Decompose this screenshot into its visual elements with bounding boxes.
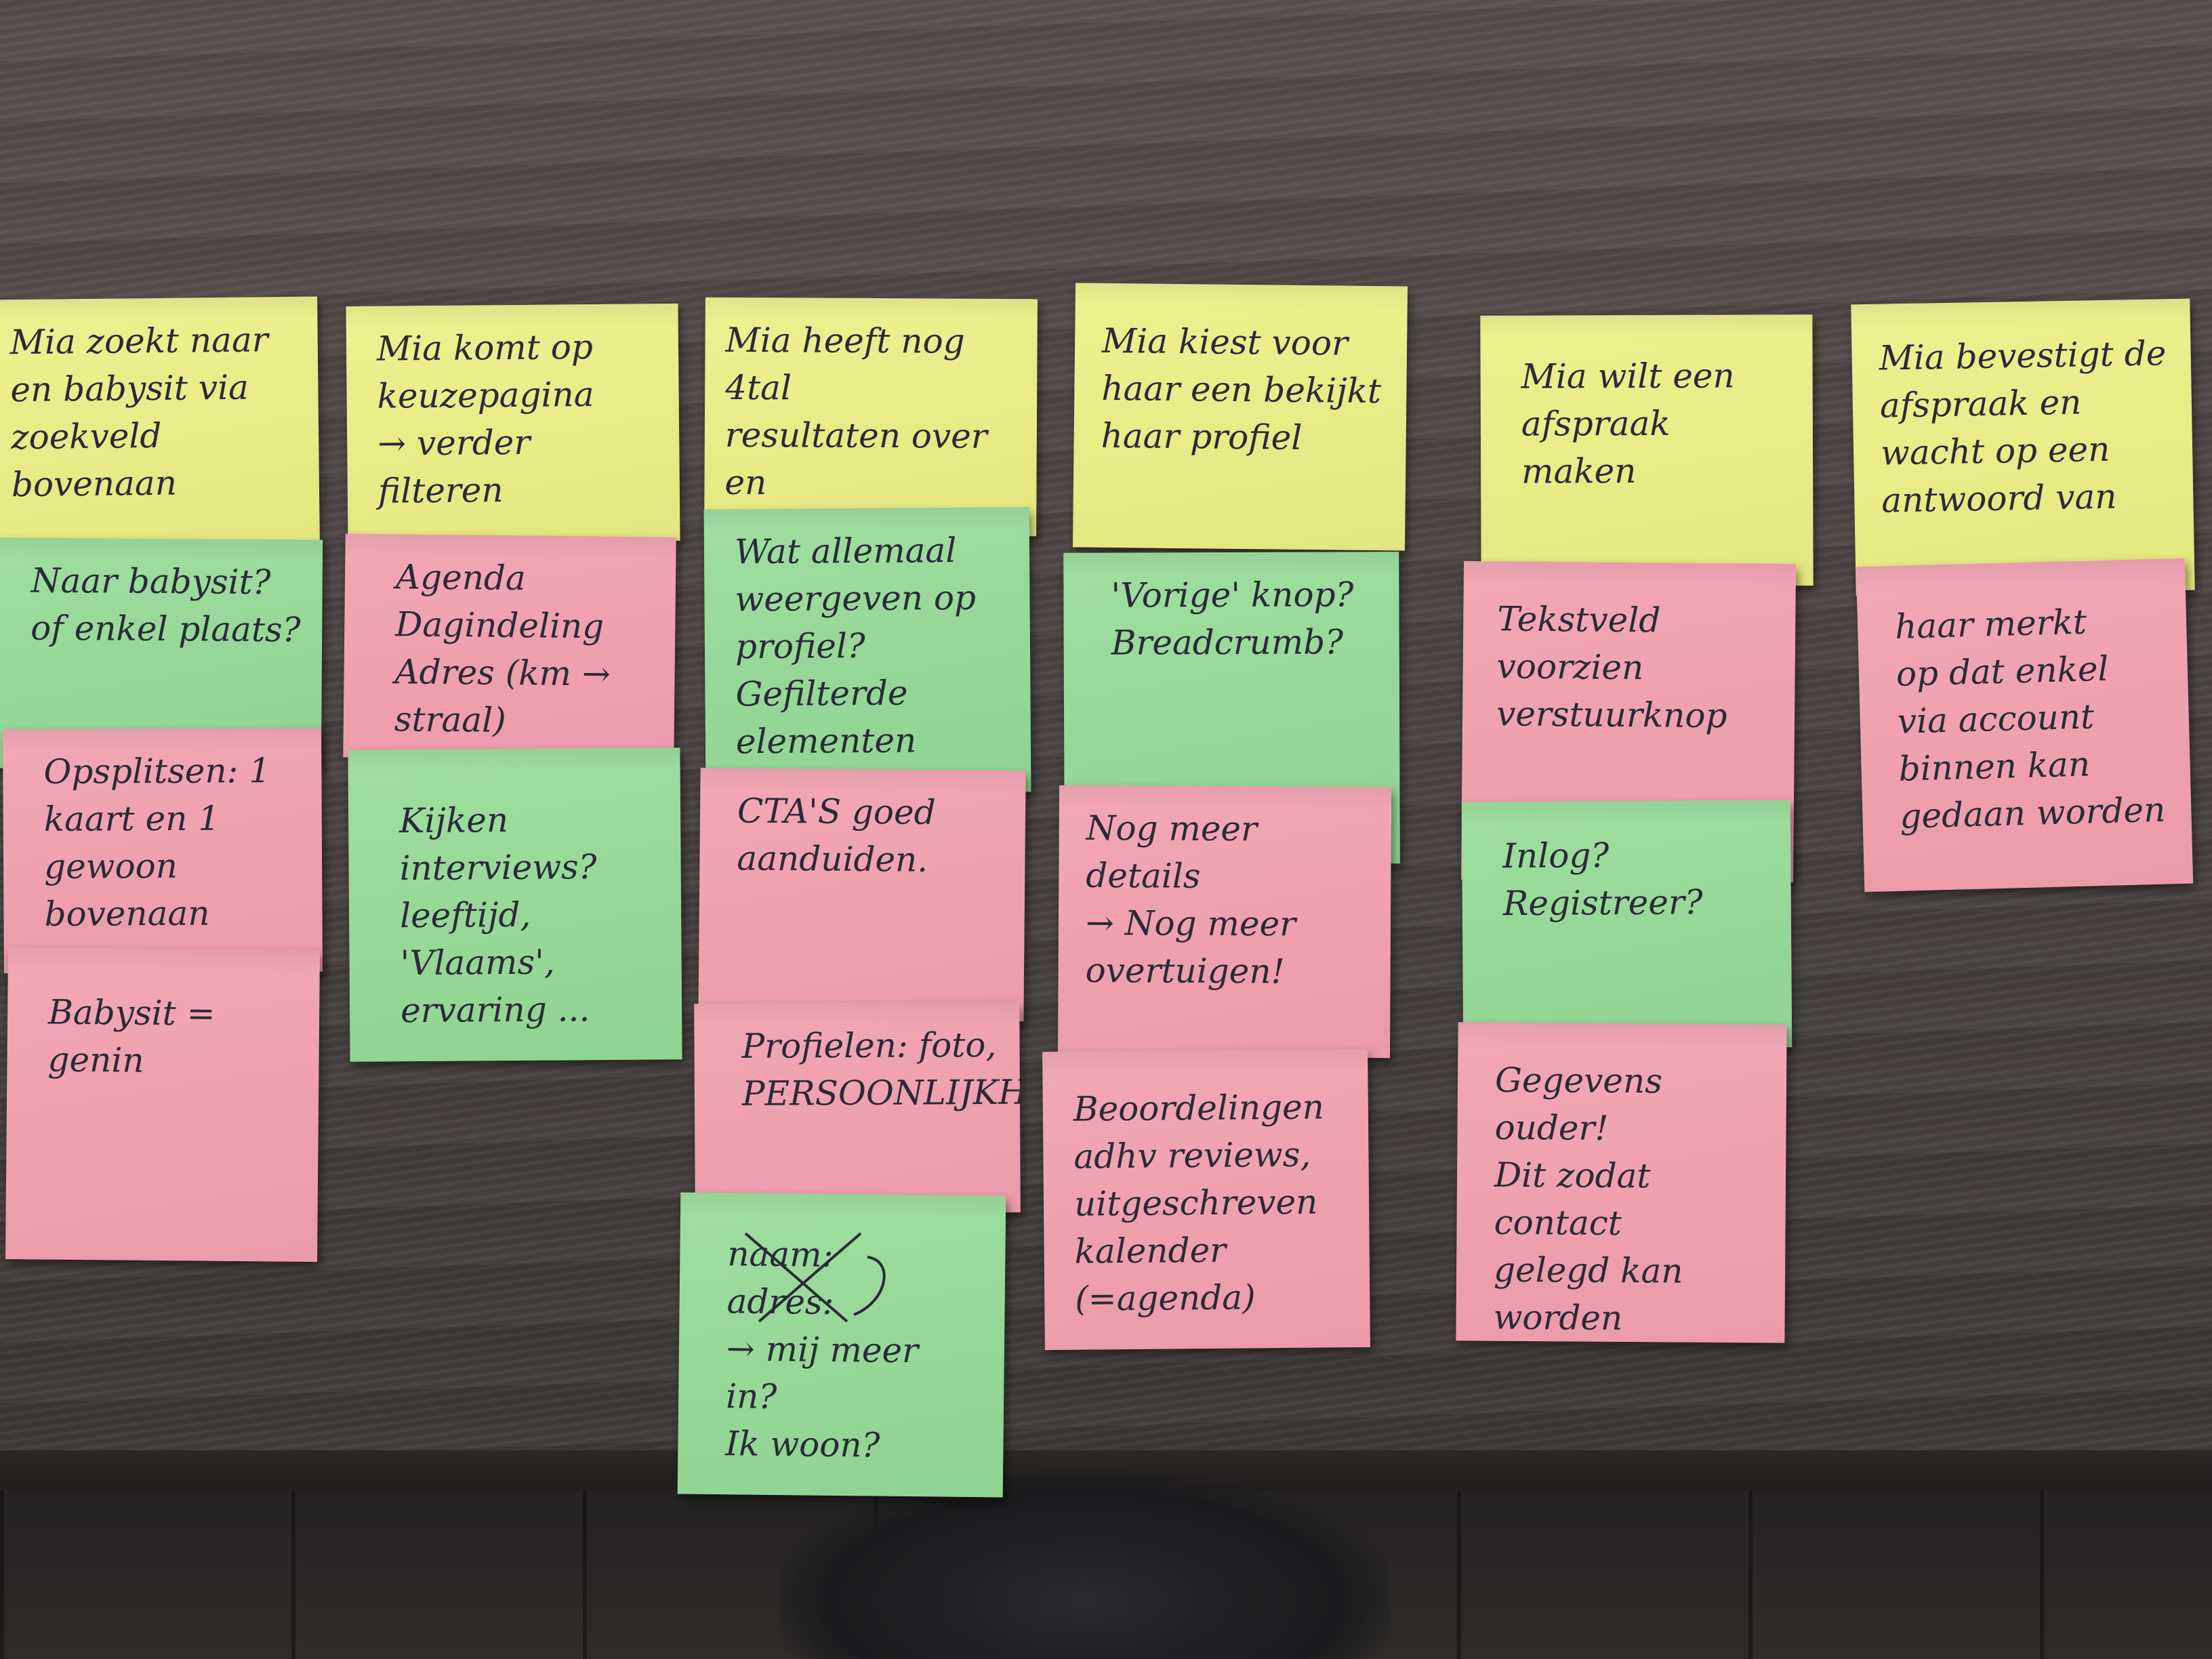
sticky-note: Babysit = genin	[5, 947, 320, 1262]
sticky-note: Beoordelingen adhv reviews, uitgeschreve…	[1042, 1048, 1370, 1351]
feet-in-socks	[779, 1471, 1389, 1659]
sticky-note: Mia bevestigt de afspraak en wacht op ee…	[1851, 298, 2195, 596]
sticky-note: Kijken interviews? leeftijd, 'Vlaams', e…	[348, 747, 682, 1062]
sticky-note: Mia wilt een afspraak maken	[1480, 314, 1814, 587]
sticky-note: Mia komt op keuzepagina → verder filtere…	[346, 303, 680, 544]
sticky-note: Inlog? Registreer?	[1461, 800, 1793, 1050]
sticky-note: Nog meer details → Nog meer overtuigen!	[1057, 785, 1392, 1059]
sticky-note: Opsplitsen: 1 kaart en 1 gewoon bovenaan	[3, 727, 323, 974]
sticky-note: Wat allemaal weergeven op profiel? Gefil…	[703, 507, 1031, 794]
sticky-note: haar merkt op dat enkel via account binn…	[1856, 558, 2194, 893]
sticky-note: Profielen: foto, PERSOONLIJKHEID	[694, 1002, 1021, 1214]
sticky-note: Mia kiest voor haar een bekijkt haar pro…	[1072, 283, 1408, 551]
sticky-note: naam: adres: → mij meer in? Ik woon?	[677, 1192, 1006, 1498]
sticky-note: Mia zoekt naar en babysit via zoekveld b…	[0, 296, 320, 551]
sticky-note: Mia heeft nog 4tal resultaten over en mo…	[704, 297, 1038, 537]
sticky-note: Agenda Dagindeling Adres (km → straal)	[343, 533, 676, 761]
sticky-note: CTA'S goed aanduiden.	[698, 767, 1026, 1022]
sticky-note: Gegevens ouder! Dit zodat contact gelegd…	[1456, 1022, 1787, 1343]
